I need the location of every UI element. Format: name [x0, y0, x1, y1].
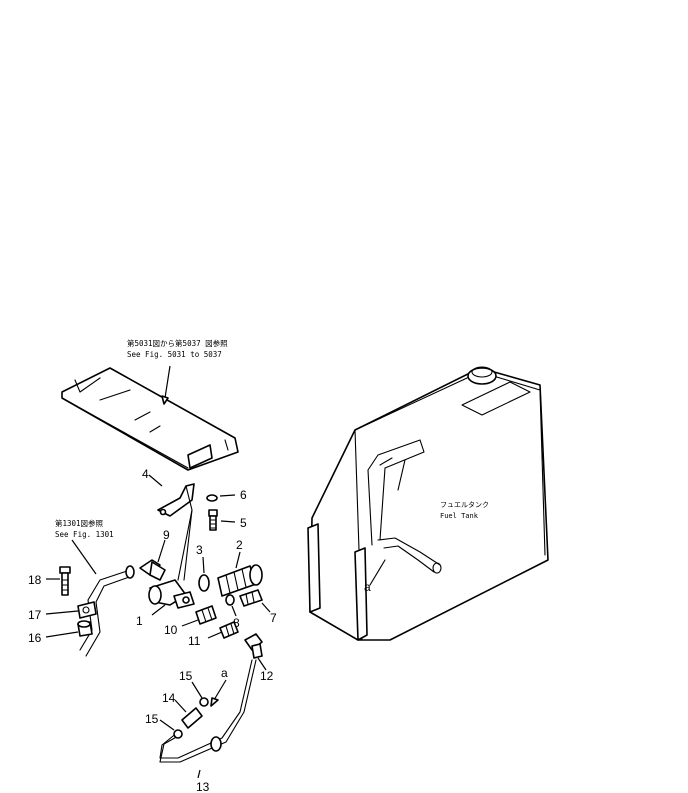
return-hose — [79, 565, 135, 657]
part-number-8: 8 — [233, 616, 240, 630]
part-number-7: 7 — [270, 611, 277, 625]
elbow-12 — [244, 633, 263, 659]
part-number-1: 1 — [136, 614, 143, 628]
part-number-6: 6 — [240, 488, 247, 502]
connection-a-pipe: a — [221, 666, 228, 680]
bracket-4 — [157, 483, 195, 581]
connector-11 — [219, 621, 239, 639]
bolt-5 — [208, 509, 218, 531]
hose-14 — [181, 707, 203, 729]
fuel-tank — [307, 366, 549, 641]
part-number-5: 5 — [240, 516, 247, 530]
o-ring-3 — [198, 574, 210, 592]
part-number-9: 9 — [163, 528, 170, 542]
plug-7 — [239, 589, 263, 607]
bolt-18 — [59, 566, 71, 596]
part-number-11: 11 — [188, 634, 201, 648]
part-number-16: 16 — [28, 631, 42, 645]
washer-6 — [206, 494, 218, 502]
part-number-3: 3 — [196, 543, 203, 557]
part-number-2: 2 — [236, 538, 243, 552]
clamp-15-upper — [199, 697, 209, 707]
clamp-15-lower — [173, 729, 183, 739]
hose-ref-jp: 第1301図参照 — [55, 518, 104, 528]
part-number-13: 13 — [196, 780, 210, 793]
elbow-9 — [139, 559, 166, 581]
cover-ref-en: See Fig. 5031 to 5037 — [127, 350, 222, 359]
clamp-17 — [77, 601, 97, 619]
part-number-12: 12 — [260, 669, 274, 683]
hose-ref-en: See Fig. 1301 — [55, 530, 114, 539]
spacer-16 — [77, 620, 93, 637]
connection-a-tank: a — [364, 580, 371, 594]
part-number-15b: 15 — [145, 712, 159, 726]
valve-body-1 — [148, 579, 195, 609]
tank-label-en: Fuel Tank — [440, 512, 479, 520]
part-number-14: 14 — [162, 691, 176, 705]
part-number-17: 17 — [28, 608, 42, 622]
part-number-15a: 15 — [179, 669, 193, 683]
part-number-10: 10 — [164, 623, 178, 637]
strainer-2 — [217, 564, 263, 597]
part-number-18: 18 — [28, 573, 42, 587]
cover-ref-jp: 第5031図から第5037 図参照 — [127, 338, 228, 348]
part-number-4: 4 — [142, 467, 149, 481]
tank-label-jp: フュエルタンク — [440, 500, 489, 509]
washer-8 — [225, 594, 235, 606]
connector-10 — [195, 605, 217, 625]
fuel-pipe-13 — [159, 659, 257, 763]
cover-plate — [61, 367, 239, 471]
